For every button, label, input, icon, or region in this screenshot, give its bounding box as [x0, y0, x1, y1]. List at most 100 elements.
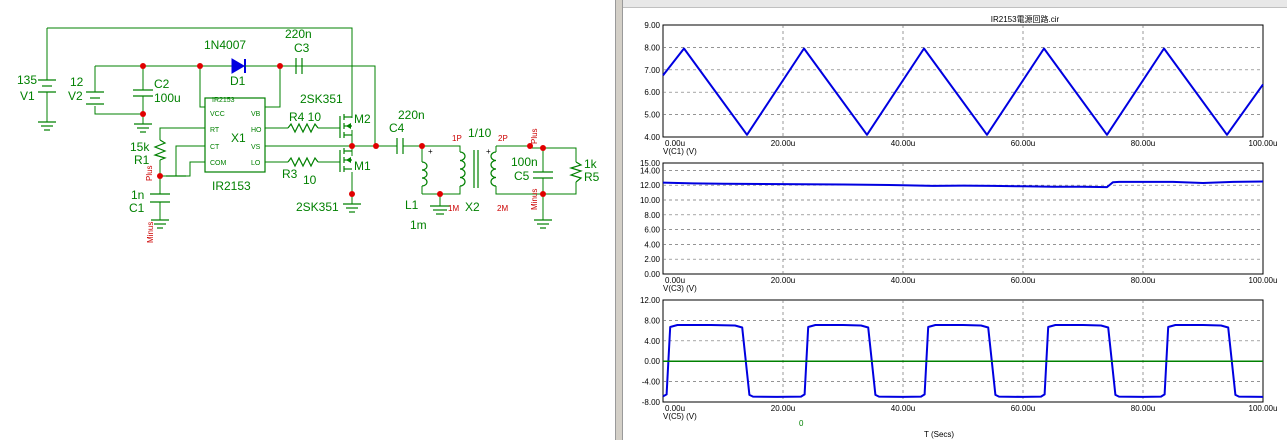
x-tick-label: 80.00u	[1131, 404, 1155, 413]
plot-pane: IR2153電源回路.cir 0 T (Secs) 9.00 8.00 7.00 6.…	[623, 0, 1287, 440]
diode-d1-symbol	[200, 58, 280, 74]
x-tick-label: 60.00u	[1011, 276, 1035, 285]
y-tick-label: 15.00	[640, 159, 661, 168]
y-tick-label: -4.00	[642, 378, 661, 387]
x-tick-label: 40.00u	[891, 139, 915, 148]
plot-toolbar-strip	[623, 0, 1287, 8]
x-cursor-value: 0	[799, 419, 804, 428]
x-tick-label: 0.00u	[665, 276, 685, 285]
x2-pin-2m-label: 2M	[497, 204, 508, 213]
r1-value-label: 15k	[130, 140, 150, 154]
m1-arrow-icon	[346, 157, 351, 163]
r3-name-label: R3	[282, 167, 298, 181]
x-tick-label: 20.00u	[771, 404, 795, 413]
plot-frame	[662, 24, 1264, 138]
y-tick-label: 7.00	[644, 66, 660, 75]
x2-name-label: X2	[465, 200, 480, 214]
x-tick-label: 0.00u	[665, 404, 685, 413]
schematic-canvas[interactable]: 135 V1 12 V2 C2 100u 1N4007 D1 220n C3 X…	[0, 0, 615, 440]
plot-frame	[662, 299, 1264, 403]
c5-minus-label: Minus	[530, 189, 539, 210]
x-tick-label: 0.00u	[665, 139, 685, 148]
y-tick-label: 4.00	[644, 240, 660, 249]
y-tick-label: 4.00	[644, 337, 660, 346]
x1-pin-ho: HO	[251, 127, 262, 134]
y-tick-label: 14.00	[640, 166, 661, 175]
trace-label: V(C1) (V)	[663, 147, 697, 156]
c1-minus-label: Minus	[146, 222, 155, 243]
v1-name-label: V1	[20, 89, 35, 103]
v2-value-label: 12	[70, 75, 84, 89]
l1-value-label: 1m	[410, 218, 427, 232]
x2-ratio-label: 1/10	[468, 126, 492, 140]
c1-value-label: 1n	[131, 188, 144, 202]
x-tick-label: 80.00u	[1131, 139, 1155, 148]
plot-title: IR2153電源回路.cir	[991, 14, 1060, 24]
plot-frame	[662, 162, 1264, 275]
x-tick-label: 40.00u	[891, 404, 915, 413]
x1-pin-ct: CT	[210, 144, 220, 151]
y-tick-label: 12.00	[640, 296, 661, 305]
y-tick-label: 4.00	[644, 133, 660, 142]
x2-pin-2p-label: 2P	[498, 134, 508, 143]
x1-name-label: X1	[231, 131, 246, 145]
l1-name-label: L1	[405, 198, 419, 212]
y-tick-label: 5.00	[644, 111, 660, 120]
r1-plus-label: Plus	[145, 165, 154, 181]
plot-panel-1: 9.00 8.00 7.00 6.00 5.00 4.00 0.00u 20.00u 40.00…	[644, 21, 1277, 156]
c1-name-label: C1	[129, 201, 145, 215]
x1-bottom-label: IR2153	[212, 179, 251, 193]
x1-pin-vb: VB	[251, 111, 261, 118]
x-tick-label: 80.00u	[1131, 276, 1155, 285]
x-tick-label: 60.00u	[1011, 139, 1035, 148]
trace-label: V(C5) (V)	[663, 412, 697, 421]
x1-pin-com: COM	[210, 160, 227, 167]
y-tick-label: 9.00	[644, 21, 660, 30]
r5-value-label: 1k	[584, 157, 598, 171]
y-tick-label: 0.00	[644, 270, 660, 279]
x-tick-label: 100.00u	[1249, 276, 1278, 285]
x1-pin-vs: VS	[251, 144, 261, 151]
v1-value-label: 135	[17, 73, 37, 87]
m2-model-label: 2SK351	[300, 92, 343, 106]
d1-model-label: 1N4007	[204, 38, 246, 52]
y-tick-label: 12.00	[640, 181, 661, 190]
y-tick-label: -8.00	[642, 398, 661, 407]
y-tick-label: 6.00	[644, 226, 660, 235]
r3-value-label: 10	[303, 173, 317, 187]
c3-name-label: C3	[294, 41, 310, 55]
m2-name-label: M2	[354, 112, 371, 126]
x-tick-label: 40.00u	[891, 276, 915, 285]
x2-pin-1m-label: 1M	[448, 204, 459, 213]
y-tick-label: 6.00	[644, 88, 660, 97]
x2-dot-label: +	[486, 147, 491, 156]
series-line-1	[662, 47, 1264, 136]
schematic-nodes	[140, 63, 546, 197]
y-tick-label: 8.00	[644, 43, 660, 52]
l1-dot-label: +	[428, 147, 433, 156]
m1-model-label: 2SK351	[296, 200, 339, 214]
waveform-plot[interactable]: IR2153電源回路.cir 0 T (Secs) 9.00 8.00 7.00 6.…	[623, 0, 1287, 440]
r5-name-label: R5	[584, 170, 600, 184]
x-tick-label: 100.00u	[1249, 139, 1278, 148]
c4-name-label: C4	[389, 121, 405, 135]
series-line-1	[662, 324, 1264, 398]
c5-value-label: 100n	[511, 155, 538, 169]
x-tick-label: 20.00u	[771, 139, 795, 148]
m1-name-label: M1	[354, 159, 371, 173]
x1-pin-vcc: VCC	[210, 111, 225, 118]
y-tick-label: 8.00	[644, 316, 660, 325]
c4-value-label: 220n	[398, 108, 425, 122]
series-line-1	[662, 180, 1264, 189]
x-axis-label: T (Secs)	[924, 430, 954, 439]
splitter-handle[interactable]	[615, 0, 623, 440]
y-tick-label: 10.00	[640, 196, 661, 205]
x-tick-label: 60.00u	[1011, 404, 1035, 413]
v2-name-label: V2	[68, 89, 83, 103]
m2-arrow-icon	[346, 123, 351, 129]
x1-pin-lo: LO	[251, 160, 261, 167]
x1-top-label: IR2153	[212, 97, 235, 104]
c2-value-label: 100u	[154, 91, 181, 105]
y-tick-label: 2.00	[644, 255, 660, 264]
